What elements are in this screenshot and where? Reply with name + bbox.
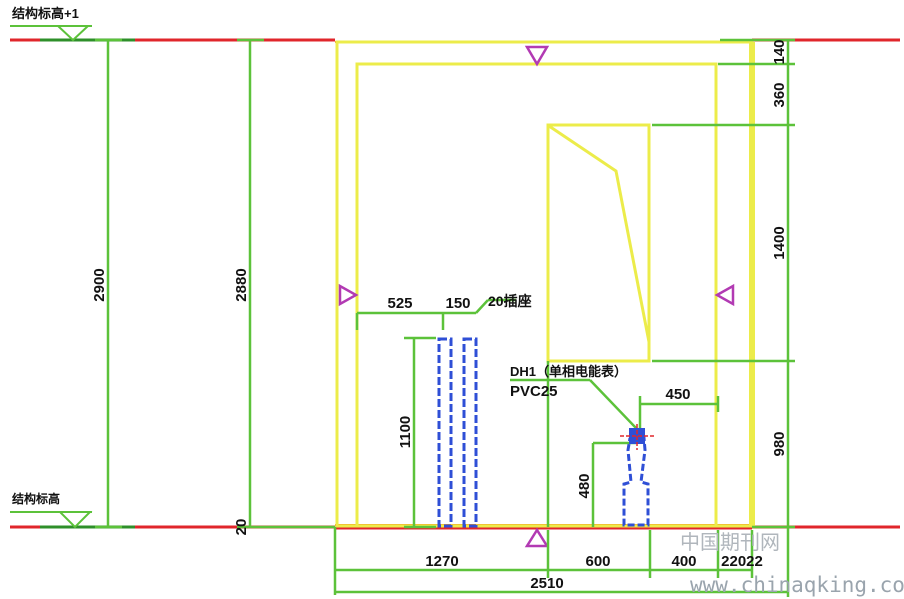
dim-wall-height: 2880 <box>233 268 250 301</box>
dim-meter-height: 480 <box>576 473 593 498</box>
dim-overall-height: 2900 <box>91 268 108 301</box>
sockets-note: 20插座 <box>488 293 532 309</box>
dim-socket-height: 1100 <box>397 416 414 449</box>
dim-socket-offset: 525 <box>387 295 412 312</box>
top-level-label: 结构标高+1 <box>12 6 79 21</box>
socket-strip-1 <box>437 337 453 528</box>
bottom-level-label: 结构标高 <box>12 491 60 506</box>
dim-box-height: 1400 <box>771 226 788 259</box>
bottom-level-marker <box>57 511 93 529</box>
cable-box-label: DH1（单相电能表） <box>510 364 627 379</box>
direction-marker-left <box>338 283 359 307</box>
dim-lower-height: 980 <box>771 431 788 456</box>
dim-floor: 20 <box>233 519 250 536</box>
dim-top-offset: 140 <box>771 39 788 64</box>
distribution-box-door <box>548 124 651 343</box>
dim-seg-c: 400 <box>671 553 696 570</box>
watermark-url: www.chinaqking.com <box>690 573 904 597</box>
direction-marker-top <box>524 45 550 67</box>
dimension-lines <box>95 38 795 597</box>
distribution-box <box>546 123 651 363</box>
dim-top-gap: 360 <box>771 82 788 107</box>
watermark-cn: 中国期刊网 <box>680 530 780 554</box>
socket-strip-2 <box>462 337 478 528</box>
dim-seg-b: 600 <box>585 553 610 570</box>
wall-outline-outer <box>335 40 754 528</box>
meter-conduit <box>622 436 650 527</box>
dim-overall-width: 2510 <box>530 575 563 592</box>
dim-seg-a: 1270 <box>425 553 458 570</box>
dim-socket-spacing: 150 <box>445 295 470 312</box>
cable-conduit-label: PVC25 <box>510 383 558 400</box>
dim-seg-d: 22022 <box>721 553 763 570</box>
direction-marker-bottom <box>524 527 550 548</box>
direction-marker-right <box>714 283 735 307</box>
top-level-marker <box>55 25 91 42</box>
dim-meter-width: 450 <box>665 386 690 403</box>
